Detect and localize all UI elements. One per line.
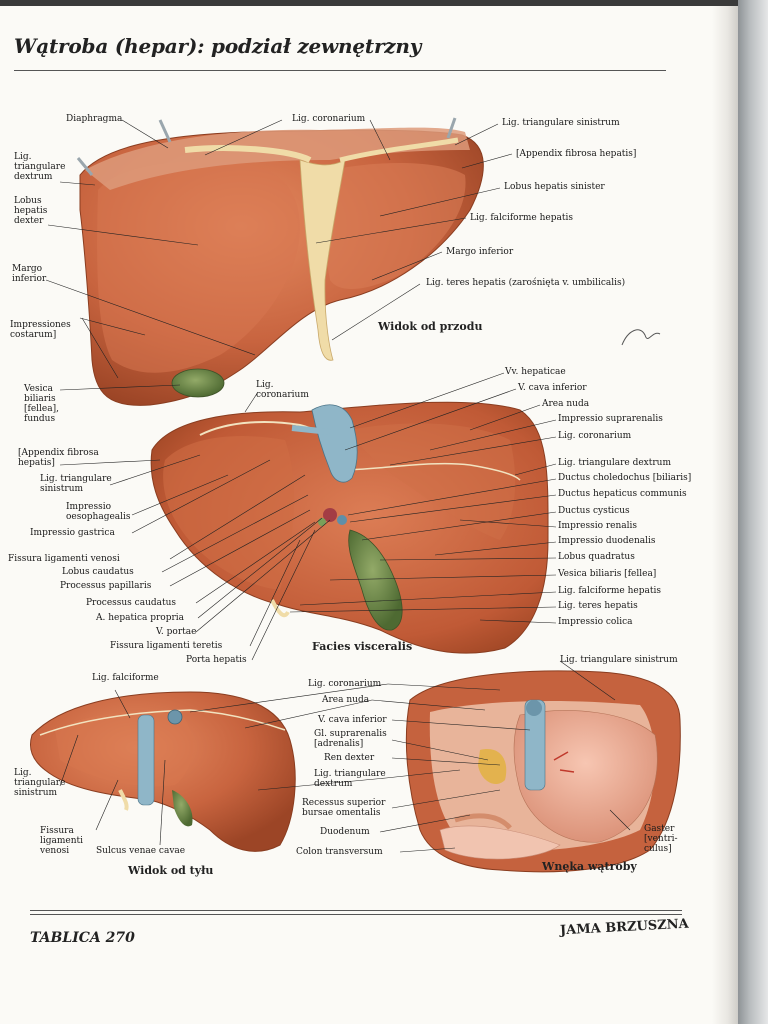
label-impressio-oes: Impressio oesophagealis bbox=[66, 502, 131, 522]
label-area-nuda-mid: Area nuda bbox=[322, 695, 370, 705]
label-recessus-superior: Recessus superior bursae omentalis bbox=[302, 798, 386, 818]
label-ductus-hepaticus: Ductus hepaticus communis bbox=[558, 489, 687, 499]
label-v-cava-mid: V. cava inferior bbox=[318, 715, 387, 725]
label-impressio-gastrica: Impressio gastrica bbox=[30, 528, 115, 538]
page-title: Wątroba (hepar): podział zewnętrzny bbox=[14, 34, 422, 58]
label-vesica-fundus: Vesica biliaris [fellea], fundus bbox=[24, 384, 59, 424]
recess-view bbox=[405, 670, 681, 873]
front-view-liver bbox=[76, 117, 484, 406]
label-ductus-cysticus: Ductus cysticus bbox=[558, 506, 630, 516]
label-v-cava-inferior: V. cava inferior bbox=[518, 383, 587, 393]
view-title-visceral: Facies visceralis bbox=[312, 640, 413, 653]
label-lig-coronarium: Lig. coronarium bbox=[292, 114, 366, 124]
label-gaster: Gaster [ventri- culus] bbox=[644, 824, 678, 854]
footer-rule bbox=[30, 910, 682, 911]
label-lig-tri-sin-v: Lig. triangulare sinistrum bbox=[40, 474, 112, 494]
artist-signature bbox=[621, 329, 661, 346]
label-vesica-biliaris: Vesica biliaris [fellea] bbox=[558, 569, 657, 579]
label-processus-caudatus: Processus caudatus bbox=[86, 598, 177, 608]
label-lobus-hepatis-dexter: Lobus hepatis dexter bbox=[14, 196, 48, 226]
label-appendix-fibrosa: [Appendix fibrosa hepatis] bbox=[516, 149, 637, 159]
liver-illustrations bbox=[30, 117, 681, 873]
label-lig-teres: Lig. teres hepatis (zarośnięta v. umbili… bbox=[426, 278, 626, 288]
label-margo-inferior-right: Margo inferior bbox=[446, 247, 514, 257]
label-lig-coronarium-v: Lig. coronarium bbox=[256, 380, 309, 400]
label-margo-inferior-left: Margo inferior bbox=[12, 264, 47, 284]
footer-rule-2 bbox=[30, 914, 682, 915]
view-title-recess: Wnęka wątroby bbox=[542, 860, 637, 873]
label-lig-falciforme: Lig. falciforme hepatis bbox=[470, 213, 573, 223]
label-fissura-back: Fissura ligamenti venosi bbox=[40, 826, 84, 856]
label-impressio-colica: Impressio colica bbox=[558, 617, 633, 627]
label-lig-triangulare-sinistrum: Lig. triangulare sinistrum bbox=[502, 118, 620, 128]
leader-lines bbox=[45, 119, 631, 853]
label-a-hepatica: A. hepatica propria bbox=[96, 613, 185, 623]
label-sulcus-venae-cavae: Sulcus venae cavae bbox=[96, 846, 186, 856]
label-lig-coronarium-mid: Lig. coronarium bbox=[308, 679, 382, 689]
label-lig-triangulare-dextrum: Lig. triangulare dextrum bbox=[14, 152, 66, 182]
label-lobus-hepatis-sinister: Lobus hepatis sinister bbox=[504, 182, 605, 192]
label-impressiones-costarum: Impressiones costarum] bbox=[10, 320, 71, 340]
label-fissura-teretis: Fissura ligamenti teretis bbox=[110, 641, 223, 651]
label-ren-dexter: Ren dexter bbox=[324, 753, 375, 763]
label-lig-tri-sin-recess: Lig. triangulare sinistrum bbox=[560, 655, 678, 665]
label-porta-hepatis: Porta hepatis bbox=[186, 655, 247, 665]
label-diaphragma: Diaphragma bbox=[66, 114, 123, 124]
label-impressio-suprarenalis: Impressio suprarenalis bbox=[558, 414, 663, 424]
label-fissura-venosi: Fissura ligamenti venosi bbox=[8, 554, 120, 564]
label-impressio-renalis: Impressio renalis bbox=[558, 521, 638, 531]
label-lig-falciforme-back: Lig. falciforme bbox=[92, 673, 159, 683]
label-lobus-caudatus: Lobus caudatus bbox=[62, 567, 134, 577]
label-lig-falciforme-v: Lig. falciforme hepatis bbox=[558, 586, 661, 596]
posterior-view-liver bbox=[30, 691, 296, 852]
label-lig-tri-sin-back: Lig. triangulare sinistrum bbox=[14, 768, 66, 798]
view-title-front: Widok od przodu bbox=[378, 320, 483, 333]
label-colon-transversum: Colon transversum bbox=[296, 847, 383, 857]
label-area-nuda: Area nuda bbox=[542, 399, 590, 409]
visceral-view-liver bbox=[150, 401, 549, 654]
scan-border bbox=[0, 0, 738, 6]
label-appendix-v: [Appendix fibrosa hepatis] bbox=[18, 448, 99, 468]
label-lig-tri-dex-mid: Lig. triangulare dextrum bbox=[314, 769, 386, 789]
label-v-portae: V. portae bbox=[156, 627, 197, 637]
title-rule bbox=[14, 70, 666, 71]
label-lobus-quadratus: Lobus quadratus bbox=[558, 552, 635, 562]
label-processus-papillaris: Processus papillaris bbox=[60, 581, 152, 591]
label-duodenum: Duodenum bbox=[320, 827, 370, 837]
book-edge bbox=[738, 0, 768, 1024]
label-lig-tri-dex-v: Lig. triangulare dextrum bbox=[558, 458, 672, 468]
page-curl bbox=[712, 0, 738, 1024]
label-lig-coronarium-right: Lig. coronarium bbox=[558, 431, 632, 441]
view-title-back: Widok od tyłu bbox=[128, 864, 214, 877]
label-impressio-duodenalis: Impressio duodenalis bbox=[558, 536, 656, 546]
label-vv-hepaticae: Vv. hepaticae bbox=[505, 367, 566, 377]
label-lig-teres-v: Lig. teres hepatis bbox=[558, 601, 638, 611]
label-gl-suprarenalis: Gl. suprarenalis [adrenalis] bbox=[314, 729, 387, 749]
plate-number: TABLICA 270 bbox=[30, 930, 135, 946]
label-ductus-choledochus: Ductus choledochus [biliaris] bbox=[558, 473, 692, 483]
